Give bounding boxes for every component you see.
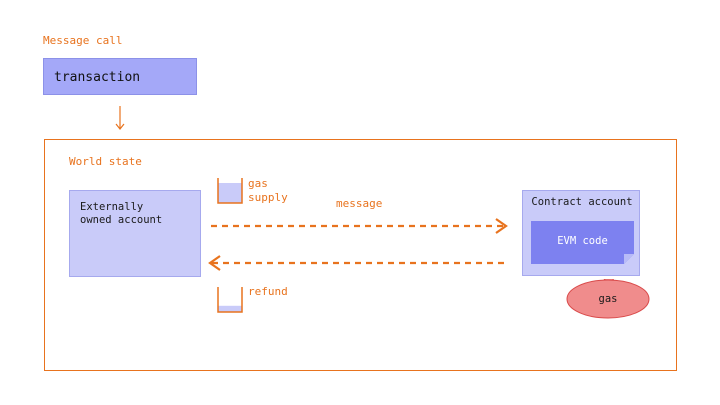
down-arrow-icon [115, 106, 125, 130]
gas-ellipse-shape-icon [566, 279, 650, 319]
message-arrow-icon [211, 218, 508, 234]
gas-supply-line1: gas [248, 177, 268, 190]
refund-label: refund [248, 285, 288, 298]
eoa-label-line2: owned account [80, 214, 163, 226]
message-label: message [336, 197, 383, 210]
gas-supply-line2: supply [248, 191, 288, 204]
message-call-label: Message call [43, 34, 123, 47]
eoa-label-line1: Externally [80, 201, 144, 213]
evm-code-box: EVM code [531, 221, 634, 264]
refund-gauge-icon [217, 287, 243, 313]
transaction-label: transaction [54, 70, 141, 85]
world-state-label: World state [69, 155, 142, 168]
gas-label: gas [598, 293, 618, 305]
externally-owned-account-box: Externally owned account [69, 190, 201, 277]
world-state-frame [44, 139, 677, 371]
refund-arrow-icon [208, 255, 508, 271]
transaction-box: transaction [43, 58, 197, 95]
gas-supply-label: gas supply [248, 177, 288, 205]
gas-ellipse: gas [566, 279, 650, 319]
gas-supply-gauge-icon [217, 178, 243, 204]
evm-code-label: EVM code [557, 235, 608, 247]
contract-account-label: Contract account [531, 196, 633, 208]
evm-code-shape-icon [531, 221, 634, 264]
